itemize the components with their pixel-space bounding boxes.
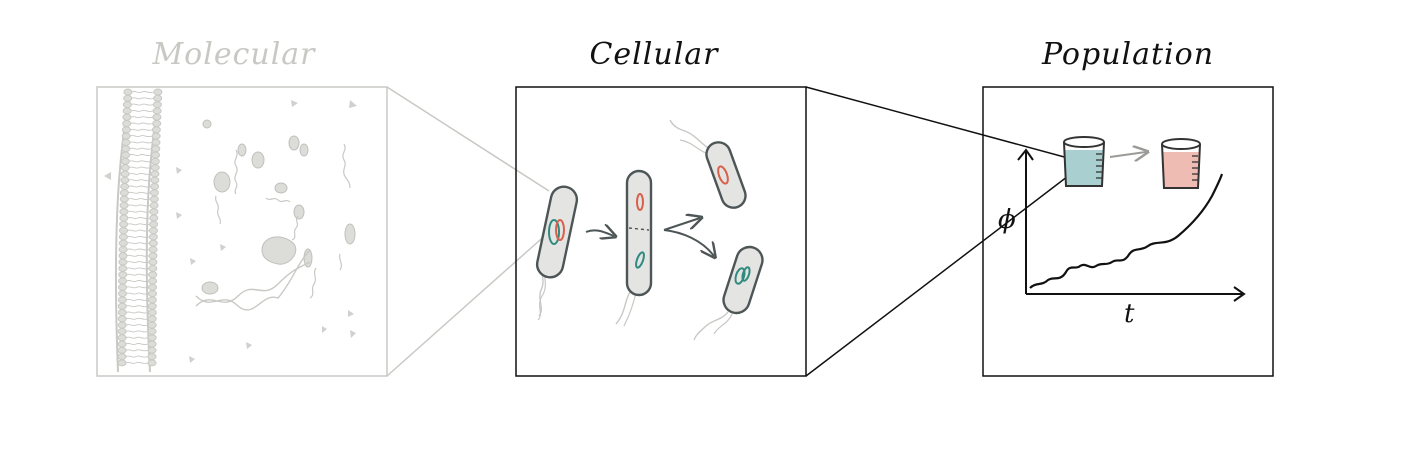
beaker-teal <box>1063 136 1105 187</box>
membrane-bilayer <box>114 88 163 373</box>
bacterium-cell-3 <box>669 119 747 209</box>
y-axis-label: ϕ <box>998 205 1016 235</box>
bacterium-cell-1 <box>535 185 579 321</box>
molecular-frame <box>96 86 388 377</box>
division-arrow <box>585 230 614 236</box>
zoom-lines-cellular <box>805 86 1077 377</box>
growth-curve <box>1029 173 1224 289</box>
beaker-pink <box>1161 138 1201 189</box>
population-panel: t ϕ <box>982 86 1274 377</box>
panel-title-population: Population <box>1041 37 1215 72</box>
zoom-lines-molecular <box>386 86 550 377</box>
protein-blobs <box>201 119 356 295</box>
cellular-panel <box>515 86 807 377</box>
x-axis-label: t <box>1124 299 1135 329</box>
panel-title-cellular: Cellular <box>589 37 719 72</box>
growth-axes <box>1017 148 1246 302</box>
small-molecules <box>104 100 357 363</box>
split-arrows <box>663 218 714 256</box>
polymer-squiggles <box>214 143 351 299</box>
panel-title-molecular: Molecular <box>152 37 316 72</box>
bacterium-cell-4 <box>693 245 764 341</box>
molecular-panel <box>96 86 388 377</box>
bacterium-cell-2 <box>615 169 653 327</box>
population-frame <box>982 86 1274 377</box>
transfer-arrow <box>1109 152 1146 157</box>
cellular-frame <box>515 86 807 377</box>
dna-helix <box>195 249 311 311</box>
